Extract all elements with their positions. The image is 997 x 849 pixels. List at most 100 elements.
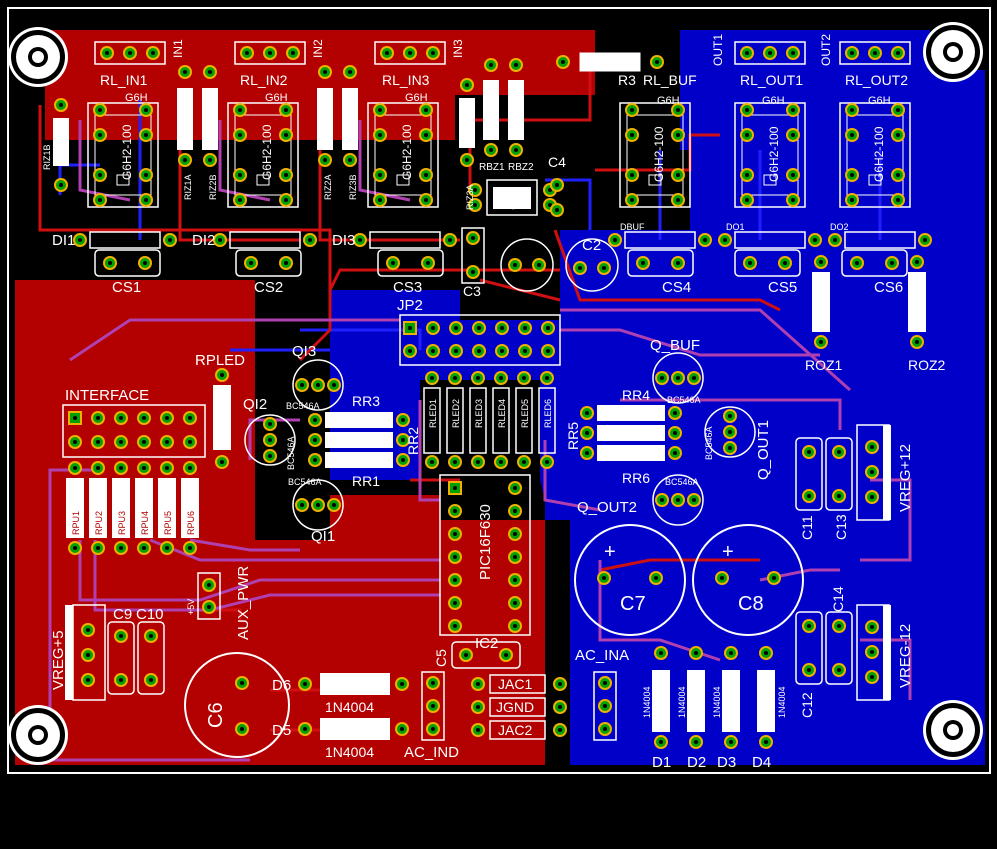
transistors [244,352,756,531]
mounting-hole-bottom-left [8,705,68,765]
resistors-rled [423,387,556,454]
ic-c1 [468,178,564,217]
label-riz1a: RIZ1A [183,174,193,200]
label-rr2: RR2 [405,427,421,455]
label-1n4004-d3: 1N4004 [712,686,722,718]
traces-magenta [48,120,912,762]
connector-in3 [374,41,446,65]
label-1n4004-d4: 1N4004 [777,686,787,718]
cap-c6 [184,652,290,758]
label-rpled: RPLED [195,352,245,369]
label-do2: DO2 [830,222,849,232]
label-rled2: RLED2 [451,399,461,428]
label-q-out2: Q_OUT2 [577,499,637,516]
label-rr4: RR4 [622,387,650,403]
label-c6: C6 [205,702,227,728]
diodes-d5-d6 [298,673,409,740]
regulator-vreg-minus12 [856,604,891,701]
label-rr6: RR6 [622,470,650,486]
label-out2: OUT2 [819,34,833,66]
cap-c3 [461,227,485,284]
connector-in2 [234,41,306,65]
diode-row [89,231,916,249]
label-d3: D3 [717,754,736,771]
label-di3: DI3 [332,232,355,249]
label-cs1: CS1 [112,279,141,296]
label-rpu1: RPU1 [71,511,81,535]
label-rpu2: RPU2 [94,511,104,535]
label-rled4: RLED4 [497,399,507,428]
label-rr5: RR5 [565,422,581,450]
label-q-out1: Q_OUT1 [755,420,772,480]
label-rl-in1: RL_IN1 [100,72,148,88]
label-q-buf: Q_BUF [650,337,700,354]
label-rl-in2: RL_IN2 [240,72,288,88]
label-bc546a-qout1: BC546A [704,426,714,460]
label-riz3b: RIZ3B [348,174,358,200]
label-c5: C5 [433,649,449,667]
label-g6h-5: G6H [762,95,785,107]
connector-aux-pwr [197,572,221,620]
cap-c5 [451,641,521,669]
label-c14: C14 [830,586,846,612]
label-di1: DI1 [52,232,75,249]
header-interface [62,404,206,458]
label-d6: D6 [272,677,291,694]
header-jp2 [399,314,561,366]
label-rled5: RLED5 [520,399,530,428]
label-pic16f630: PIC16F630 [477,504,494,580]
resistors-rr-right [580,405,682,461]
label-rr1: RR1 [352,473,380,489]
label-cs6: CS6 [874,279,903,296]
resistors-riz [53,58,524,192]
connector-out1 [734,41,806,65]
label-ac-ind: AC_IND [404,744,459,761]
label-qi3: QI3 [292,343,316,360]
label-d5: D5 [272,722,291,739]
label-rl-buf: RL_BUF [643,72,697,88]
label-riz3a: RIZ3A [465,184,475,210]
top-copper-pour-lower [15,280,545,765]
label-g6h2-100-3: G6H2-100 [400,124,414,180]
label-r3: R3 [618,72,636,88]
label-interface: INTERFACE [65,387,149,404]
label-bc546a-qi1: BC546A [288,477,322,487]
regulator-vreg-plus5 [65,604,106,701]
label-jac1: JAC1 [498,676,532,692]
label-out1: OUT1 [711,34,725,66]
label-c7: C7 [620,593,646,615]
label-g6h2-100-6: G6H2-100 [872,126,886,182]
ic-pic16f630 [439,474,531,636]
label-c8: C8 [738,593,764,615]
label-bc546a-qbuf: BC546A [667,395,701,405]
caps-regulator [107,437,853,695]
label-rbz1: RBZ1 [479,162,505,173]
cap-c2 [565,238,619,292]
label-1n4004-d1: 1N4004 [642,686,652,718]
resistors-roz [812,255,926,349]
label-rled1: RLED1 [428,399,438,428]
label-rl-in3: RL_IN3 [382,72,430,88]
label-roz2: ROZ2 [908,357,946,373]
label-c1: C1 [505,191,522,210]
label-g6h-6: G6H [868,95,891,107]
board-outline [7,7,991,774]
label-di2: DI2 [192,232,215,249]
label-plus5v: +5V [186,599,196,615]
resistors-rpu [66,461,199,555]
label-rr3: RR3 [352,393,380,409]
label-c8-plus: + [722,541,734,563]
label-g6h-2: G6H [265,92,288,104]
label-vreg-plus5: VREG+5 [50,630,67,690]
label-d4: D4 [752,754,771,771]
label-g6h2-100-1: G6H2-100 [120,124,134,180]
label-riz2a: RIZ2A [323,174,333,200]
label-aux-pwr: AUX_PWR [235,566,252,640]
label-1n4004-d5: 1N4004 [325,744,374,760]
label-qi2: QI2 [243,396,267,413]
label-rpu3: RPU3 [117,511,127,535]
label-rpu4: RPU4 [140,511,150,535]
label-ic2: IC2 [475,635,498,652]
label-jac2: JAC2 [498,722,532,738]
